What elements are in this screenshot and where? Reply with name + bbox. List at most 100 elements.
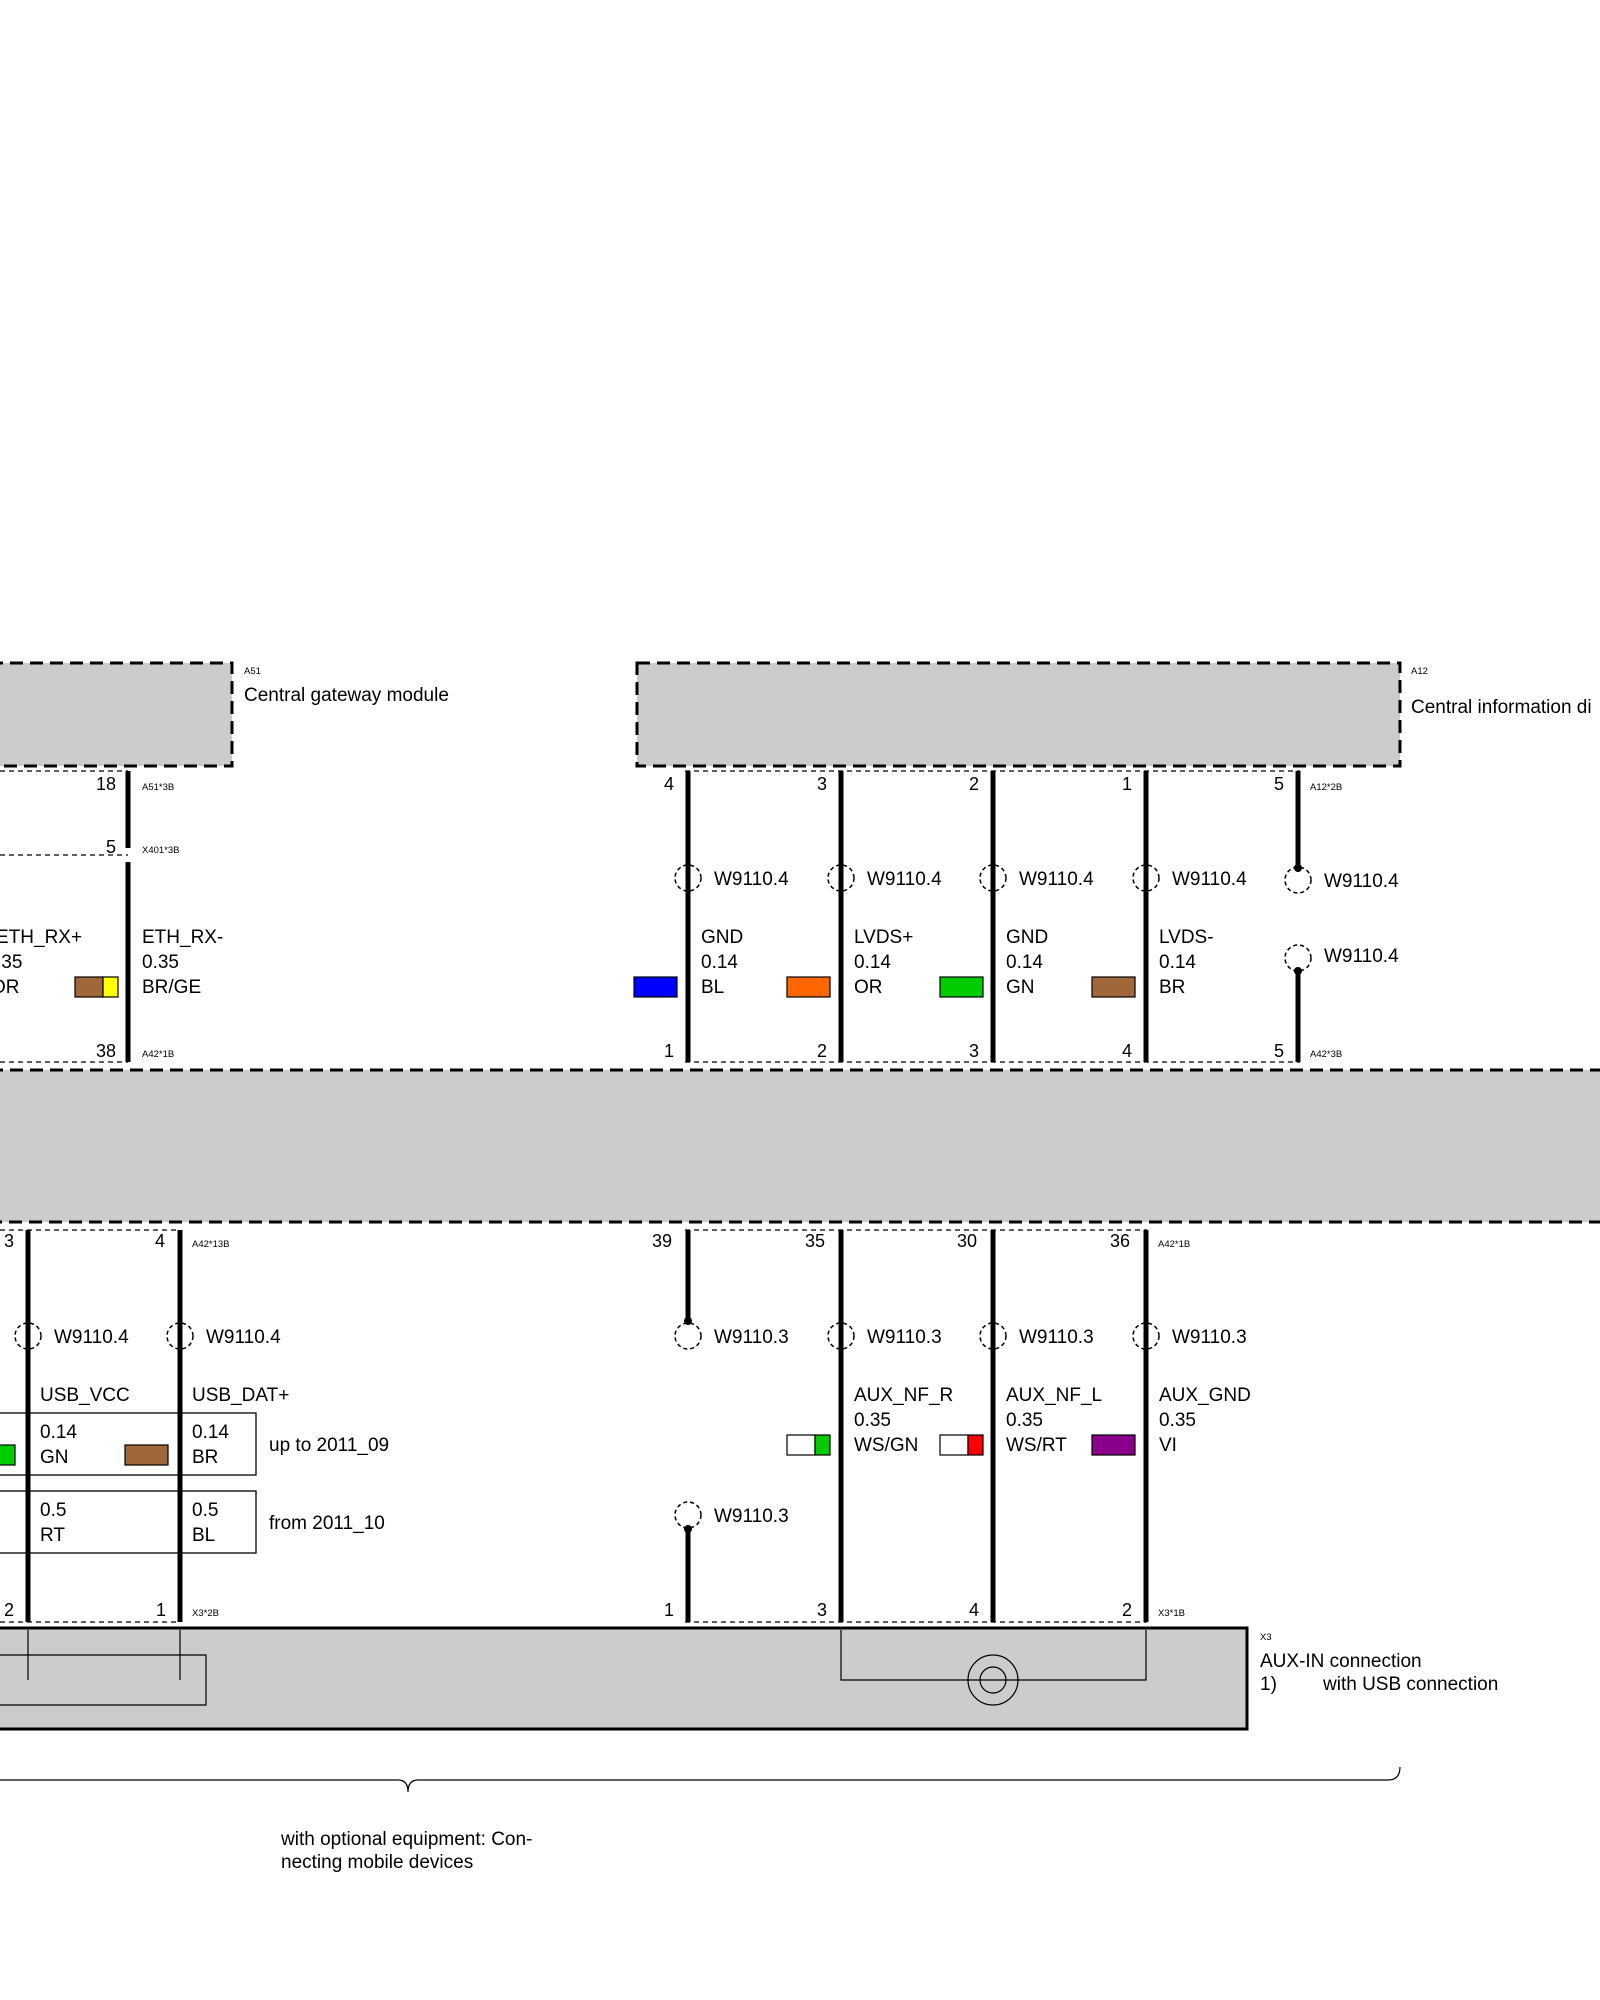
aux-module-box <box>0 1626 1249 1731</box>
swatch-aux-nf-r-green <box>814 1434 831 1456</box>
wire-aux-nf-l-color: WS/RT <box>1006 1435 1067 1456</box>
pin-a42-b3: 3 <box>4 1231 14 1251</box>
wire-aux-nf-r-size: 0.35 <box>854 1410 891 1431</box>
swatch-eth-rx-minus-yellow <box>102 976 119 998</box>
shield-label: W9110.3 <box>867 1327 942 1348</box>
conn-x3-2b: X3*2B <box>192 1608 219 1619</box>
gateway-name: Central gateway module <box>244 685 449 706</box>
pin-x3-a4: 4 <box>969 1600 979 1620</box>
wire-eth-rx-plus-size: .35 <box>0 952 22 973</box>
pin-a42-5: 5 <box>1274 1041 1284 1061</box>
pin-x3-a1: 1 <box>664 1600 674 1620</box>
color-swatches <box>0 976 1136 1466</box>
variant-box-old <box>0 1412 257 1476</box>
shield-circles <box>14 864 1312 1529</box>
wire-eth-rx-plus-color: OR <box>0 977 20 998</box>
aux-note-num: 1) <box>1260 1674 1277 1695</box>
conn-a12-2b: A12*2B <box>1310 782 1342 793</box>
wire-usb-dat-plus-size-new: 0.5 <box>192 1500 218 1521</box>
wire-usb-vcc-name: USB_VCC <box>40 1385 130 1406</box>
wire-eth-rx-minus-color: BR/GE <box>142 977 201 998</box>
pin-a42-39: 39 <box>652 1231 672 1251</box>
conn-a51-3b: A51*3B <box>142 782 174 793</box>
conn-a42-3b: A42*3B <box>1310 1049 1342 1060</box>
shield-label: W9110.4 <box>1172 869 1247 890</box>
pin-a12-2: 2 <box>969 774 979 794</box>
shield-label: W9110.4 <box>206 1327 281 1348</box>
pin-x401-5: 5 <box>106 837 116 857</box>
wire-lvds-plus-name: LVDS+ <box>854 927 913 948</box>
cid-id: A12 <box>1411 666 1428 677</box>
pin-a12-1: 1 <box>1122 774 1132 794</box>
brace-note-line2: necting mobile devices <box>281 1852 473 1873</box>
shield-label: W9110.3 <box>714 1327 789 1348</box>
wire-aux-nf-l-name: AUX_NF_L <box>1006 1385 1102 1406</box>
pin-a12-3: 3 <box>817 774 827 794</box>
swatch-aux-gnd-violet <box>1091 1434 1136 1456</box>
wire-gnd2-size: 0.14 <box>1006 952 1043 973</box>
wire-usb-vcc-size-old: 0.14 <box>40 1422 77 1443</box>
wire-aux-gnd-name: AUX_GND <box>1159 1385 1251 1406</box>
swatch-aux-nf-l-white <box>939 1434 969 1456</box>
wire-gnd1-size: 0.14 <box>701 952 738 973</box>
pin-a42-4: 4 <box>1122 1041 1132 1061</box>
gateway-module-box <box>0 661 234 768</box>
pin-a42-2: 2 <box>817 1041 827 1061</box>
swatch-lvds-plus-orange <box>786 976 831 998</box>
pin-a51-18: 18 <box>96 774 116 794</box>
swatch-aux-nf-l-red <box>967 1434 984 1456</box>
pin-a42-30: 30 <box>957 1231 977 1251</box>
gateway-id: A51 <box>244 666 261 677</box>
shield-label: W9110.4 <box>54 1327 129 1348</box>
pin-x3-a2: 2 <box>1122 1600 1132 1620</box>
wire-lvds-plus-size: 0.14 <box>854 952 891 973</box>
shield-label: W9110.4 <box>1019 869 1094 890</box>
wire-gnd2-color: GN <box>1006 977 1035 998</box>
wire-eth-rx-plus-name: ETH_RX+ <box>0 927 82 948</box>
wire-aux-nf-r-color: WS/GN <box>854 1435 918 1456</box>
pin-x3-2: 2 <box>4 1600 14 1620</box>
variant-new-label: from 2011_10 <box>269 1513 385 1534</box>
pin-a42-b4: 4 <box>155 1231 165 1251</box>
pin-a42-36: 36 <box>1110 1231 1130 1251</box>
swatch-aux-nf-r-white <box>786 1434 816 1456</box>
pin-a12-5: 5 <box>1274 774 1284 794</box>
conn-x3-1b: X3*1B <box>1158 1608 1185 1619</box>
optional-equipment-brace <box>0 1766 1401 1793</box>
swatch-usb-vcc-green <box>0 1444 16 1466</box>
wire-aux-nf-r-name: AUX_NF_R <box>854 1385 953 1406</box>
shield-label: W9110.4 <box>714 869 789 890</box>
pin-a42-38: 38 <box>96 1041 116 1061</box>
swatch-lvds-minus-brown <box>1091 976 1136 998</box>
wire-usb-dat-plus-color-old: BR <box>192 1447 218 1468</box>
wire-gnd1-color: BL <box>701 977 724 998</box>
wire-gnd2-name: GND <box>1006 927 1048 948</box>
conn-a42-1b: A42*1B <box>142 1049 174 1060</box>
wire-usb-dat-plus-size-old: 0.14 <box>192 1422 229 1443</box>
wire-aux-nf-l-size: 0.35 <box>1006 1410 1043 1431</box>
wire-lvds-minus-color: BR <box>1159 977 1185 998</box>
wire-usb-vcc-size-new: 0.5 <box>40 1500 66 1521</box>
wire-aux-gnd-color: VI <box>1159 1435 1177 1456</box>
wire-usb-vcc-color-old: GN <box>40 1447 69 1468</box>
wire-eth-rx-minus-name: ETH_RX- <box>142 927 223 948</box>
aux-name: AUX-IN connection <box>1260 1651 1422 1672</box>
central-module-box <box>0 1068 1600 1224</box>
swatch-eth-rx-minus-brown <box>74 976 104 998</box>
wire-usb-vcc-color-new: RT <box>40 1525 65 1546</box>
swatch-usb-dat-brown <box>124 1444 169 1466</box>
pin-a42-35: 35 <box>805 1231 825 1251</box>
wire-gnd1-name: GND <box>701 927 743 948</box>
jack-icon <box>967 1654 1019 1706</box>
pin-x3-a3: 3 <box>817 1600 827 1620</box>
shield-label: W9110.3 <box>1019 1327 1094 1348</box>
pin-x3-1: 1 <box>156 1600 166 1620</box>
shield-label: W9110.4 <box>1324 871 1399 892</box>
cid-module-box <box>635 661 1402 768</box>
swatch-gnd1-blue <box>633 976 678 998</box>
conn-a42-13b: A42*13B <box>192 1239 230 1250</box>
aux-internal-lines <box>0 1630 1147 1706</box>
pin-a42-3: 3 <box>969 1041 979 1061</box>
wire-usb-dat-plus-color-new: BL <box>192 1525 215 1546</box>
